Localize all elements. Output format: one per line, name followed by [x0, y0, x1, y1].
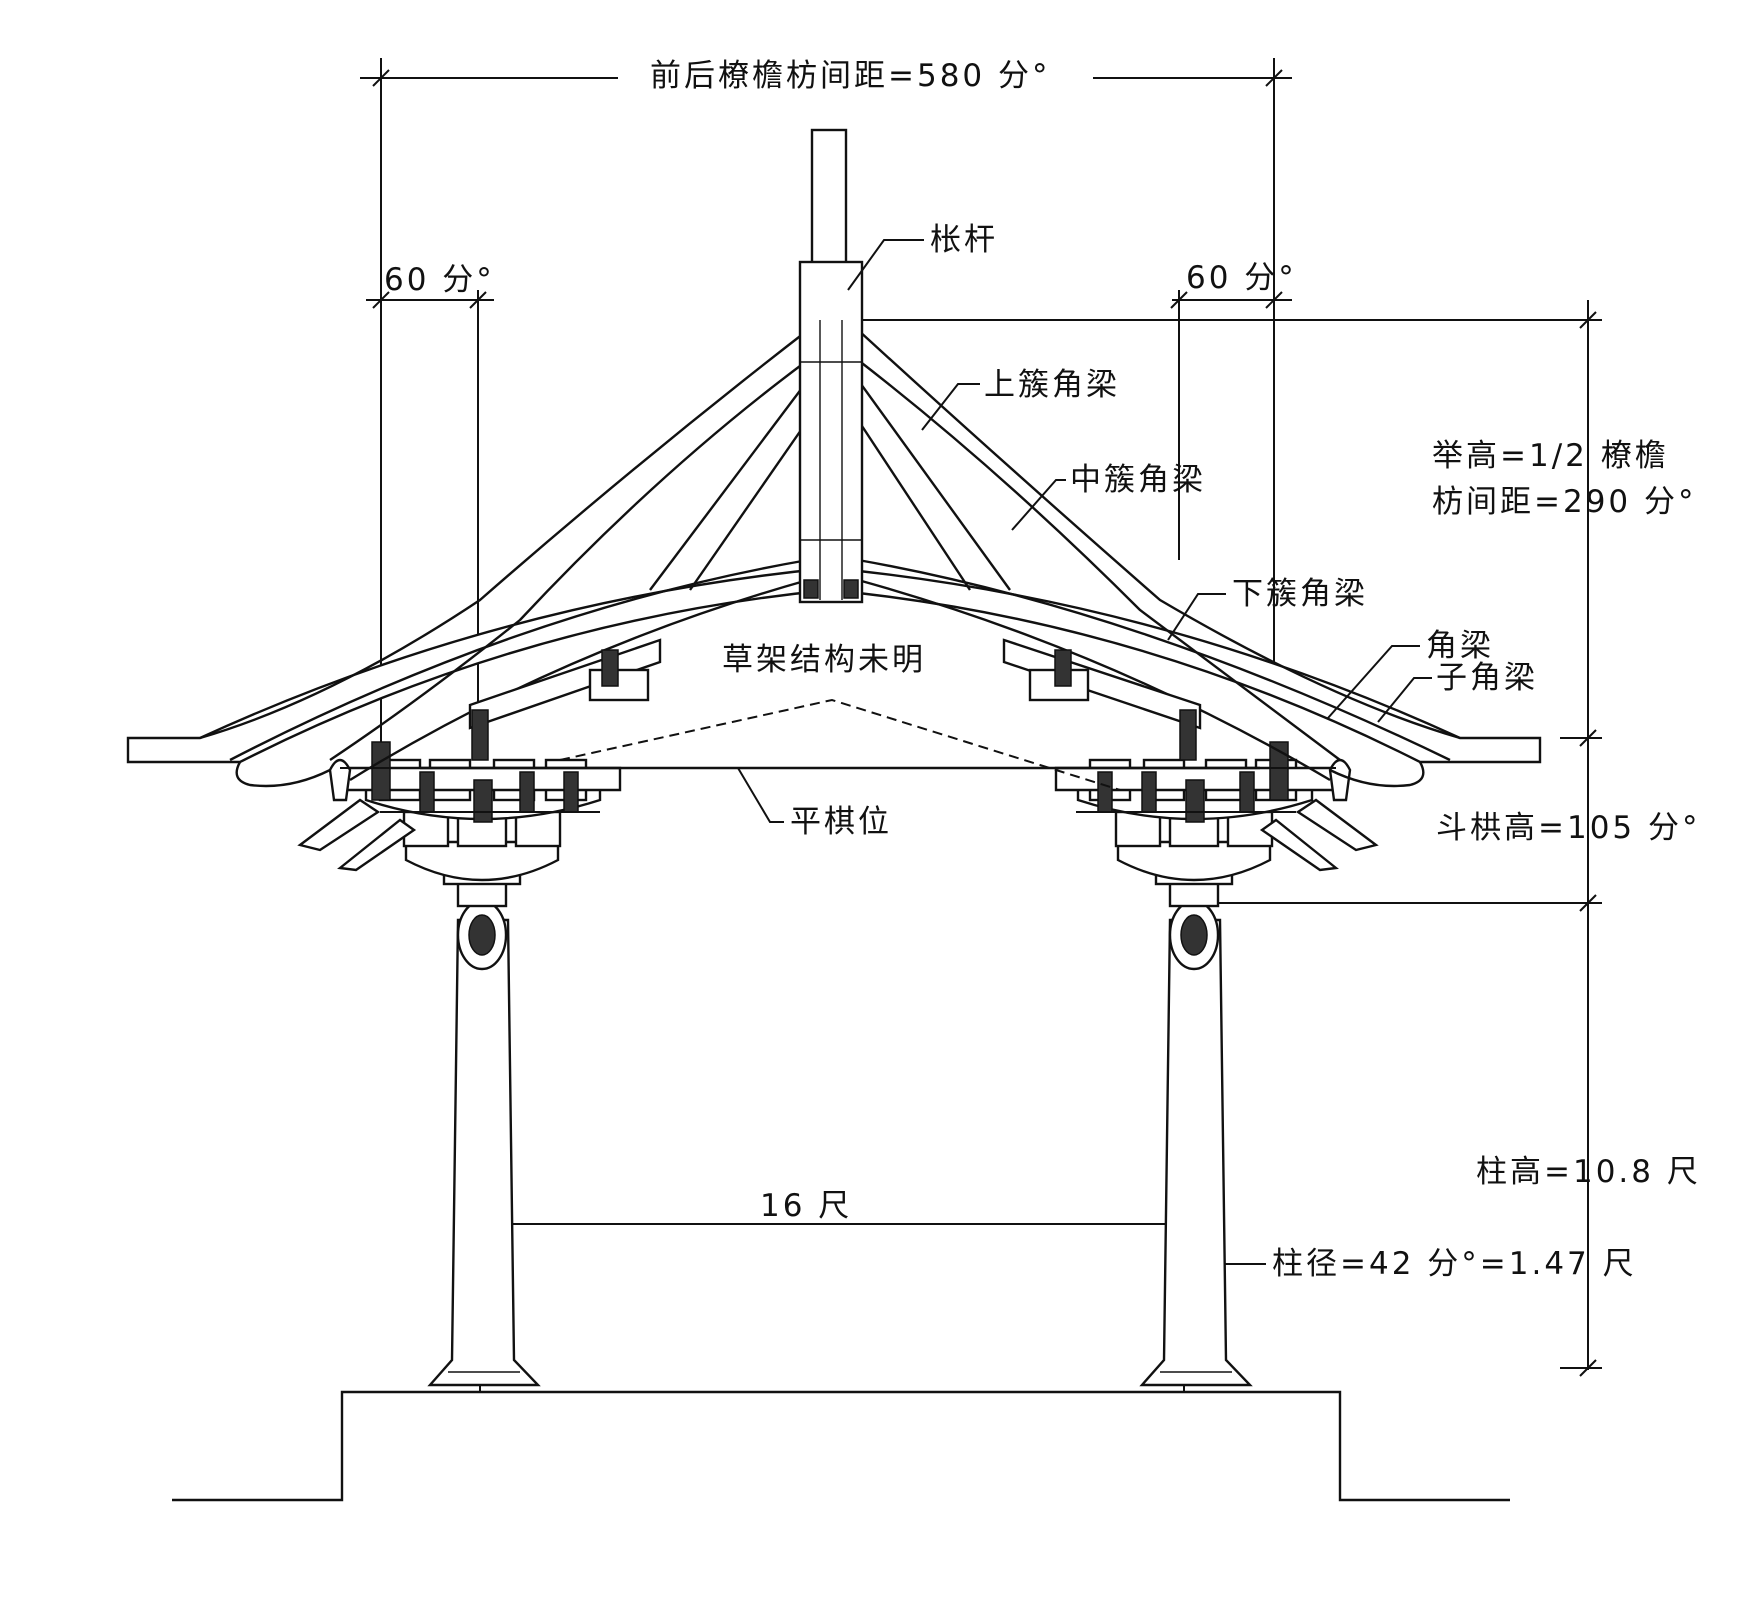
- unknown-frame-label: 草架结构未明: [722, 642, 926, 678]
- rise-label-line2: 枋间距=290 分°: [1432, 484, 1697, 520]
- platform-base: [172, 1390, 1510, 1502]
- king-post: [798, 128, 864, 604]
- column-span-label: 16 尺: [760, 1188, 852, 1224]
- right-offset-label: 60 分°: [1186, 260, 1297, 296]
- right-column: [1139, 899, 1253, 1387]
- roof-structure: [126, 329, 1542, 788]
- sub-corner-beam-label: 子角梁: [1436, 660, 1538, 696]
- upper-corner-beam-label: 上簇角梁: [984, 367, 1120, 403]
- lower-corner-beam-label: 下簇角梁: [1232, 576, 1368, 612]
- ceiling-line: [420, 698, 1260, 791]
- bracket-height-label: 斗栱高=105 分°: [1436, 810, 1701, 846]
- rise-label-line1: 举高=1/2 橑檐: [1432, 438, 1669, 474]
- left-bracket-set: [297, 741, 622, 908]
- ceiling-position-label: 平棋位: [790, 804, 892, 840]
- corner-beam-label: 角梁: [1426, 628, 1494, 664]
- column-diameter-label: 柱径=42 分°=1.47 尺: [1272, 1246, 1637, 1282]
- middle-corner-beam-label: 中簇角梁: [1070, 462, 1206, 498]
- dimension-lines: [360, 58, 1602, 1392]
- leader-lines: [737, 239, 1432, 823]
- column-height-label: 柱高=10.8 尺: [1476, 1154, 1701, 1190]
- left-offset-label: 60 分°: [384, 262, 495, 298]
- left-column: [427, 899, 541, 1387]
- right-bracket-set: [1054, 741, 1379, 908]
- king-post-label: 枨杆: [930, 222, 998, 258]
- overall-span-label: 前后橑檐枋间距=580 分°: [650, 58, 1051, 94]
